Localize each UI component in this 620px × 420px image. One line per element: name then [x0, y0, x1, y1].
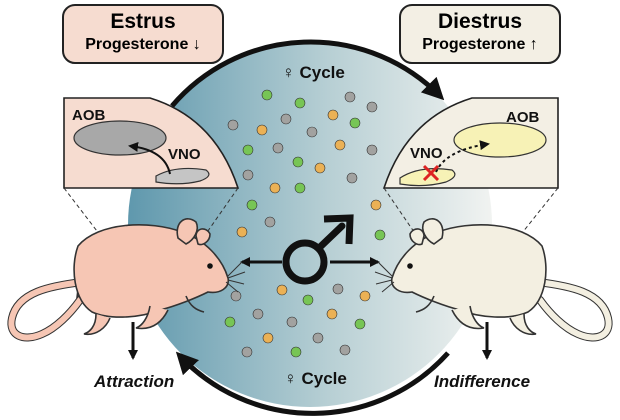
right-inset-guide-line — [383, 187, 426, 249]
estrous-cycle-circle — [128, 43, 492, 407]
pheromone-dot — [339, 344, 351, 356]
pheromone-dot — [306, 126, 318, 138]
cycle-label-top: ♀ Cycle — [282, 63, 345, 82]
pheromone-dot — [236, 226, 248, 238]
left-vno-label: VNO — [168, 146, 201, 163]
pheromone-dot — [327, 109, 339, 121]
pheromone-dot — [286, 316, 298, 328]
pheromone-dot — [294, 97, 306, 109]
right-vno-to-aob-dotted-arrow — [435, 140, 490, 173]
attraction-label: Attraction — [94, 372, 175, 391]
pheromone-dot — [374, 229, 386, 241]
pheromone-dot — [252, 308, 264, 320]
pheromone-dot — [366, 101, 378, 113]
pheromone-dot — [302, 294, 314, 306]
pheromone-dot — [230, 290, 242, 302]
pheromone-dot — [246, 199, 258, 211]
pheromone-dot — [290, 346, 302, 358]
pheromone-dot — [227, 119, 239, 131]
pheromone-dot — [276, 284, 288, 296]
pheromone-dot — [344, 91, 356, 103]
pheromone-dot — [346, 172, 358, 184]
pheromone-dot — [261, 89, 273, 101]
estrus-hormone: Progesterone ↓ — [85, 36, 201, 53]
pheromone-dot — [370, 199, 382, 211]
right-aob-label: AOB — [506, 109, 540, 126]
pheromone-dot — [292, 156, 304, 168]
right-vno-label: VNO — [410, 145, 443, 162]
cycle-label-bottom: ♀ Cycle — [284, 369, 347, 388]
estrus-title: Estrus — [110, 10, 176, 33]
estrus-box: Estrus Progesterone ↓ — [62, 4, 224, 64]
left-mouse — [7, 218, 246, 342]
pheromone-dot — [269, 182, 281, 194]
pheromone-dot — [354, 318, 366, 330]
left-vno-to-aob-arrow — [128, 141, 171, 175]
pheromone-dot — [224, 316, 236, 328]
pheromone-dots — [224, 89, 386, 358]
pheromone-dot — [332, 283, 344, 295]
diestrus-hormone: Progesterone ↑ — [422, 36, 538, 53]
left-aob-shape — [73, 120, 167, 156]
cycle-arrow-top — [170, 39, 445, 108]
pheromone-dot — [349, 117, 361, 129]
diestrus-title: Diestrus — [437, 10, 523, 33]
pheromone-dot — [280, 113, 292, 125]
pheromone-dot — [312, 332, 324, 344]
pheromone-dot — [242, 144, 254, 156]
pheromone-dot — [242, 169, 254, 181]
pheromone-dot — [294, 182, 306, 194]
pheromone-dot — [314, 162, 326, 174]
right-aob-shape — [453, 122, 547, 158]
pheromone-dot — [272, 142, 284, 154]
cycle-arrow-bottom — [175, 351, 450, 416]
pheromone-dot — [366, 144, 378, 156]
pheromone-dot — [241, 346, 253, 358]
male-symbol-icon — [282, 214, 354, 285]
left-aob-label: AOB — [72, 107, 106, 124]
indifference-label: Indifference — [434, 372, 531, 391]
block-x-icon — [422, 164, 440, 182]
diestrus-box: Diestrus Progesterone ↑ — [399, 4, 561, 64]
pheromone-dot — [262, 332, 274, 344]
left-inset-guide-line — [195, 187, 239, 249]
pheromone-dot — [256, 124, 268, 136]
pheromone-dot — [264, 216, 276, 228]
right-mouse — [374, 218, 613, 342]
pheromone-dot — [334, 139, 346, 151]
pheromone-dot — [359, 290, 371, 302]
pheromone-dot — [326, 308, 338, 320]
